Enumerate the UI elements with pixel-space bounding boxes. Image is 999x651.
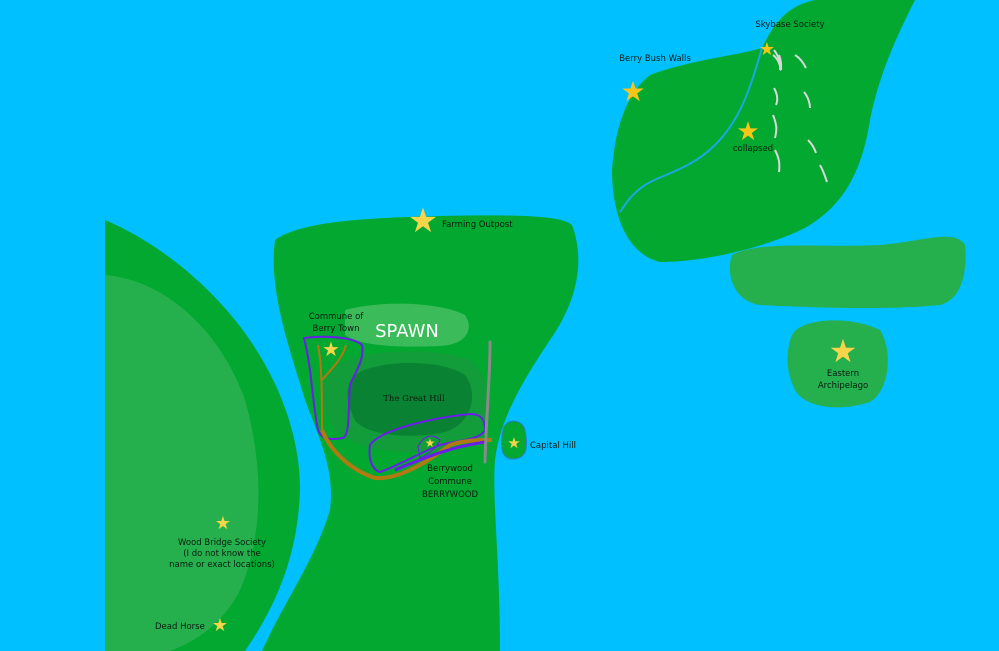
star-icon-collapsed[interactable]: ★ (736, 117, 759, 147)
main-road (320, 429, 493, 481)
star-icon-eastern-archipelago[interactable]: ★ (829, 332, 858, 370)
label-skybase: Skybase Society (755, 20, 824, 30)
purple-road (394, 440, 486, 472)
berry-town-roads (317, 344, 347, 431)
star-icon-farming-outpost[interactable]: ★ (408, 201, 438, 241)
label-wood-bridge-2: (I do not know the (183, 549, 261, 559)
star-icon-wood-bridge[interactable]: ★ (215, 513, 231, 534)
cliff-marks (772, 49, 828, 183)
stars: ★ ★ ★ ★ ★ ★ ★ ★ ★ ★ (212, 39, 857, 636)
label-eastern-2: Archipelago (818, 381, 868, 391)
wall (483, 340, 492, 464)
capital-hill-island (500, 420, 528, 460)
label-wood-bridge-3: name or exact locations) (169, 560, 275, 570)
star-icon-berry-bush-walls[interactable]: ★ (620, 75, 645, 108)
label-berry-town-2: Berry Town (313, 324, 360, 334)
northeast-landmass (612, 0, 915, 262)
eastern-archipelago-island (787, 320, 888, 408)
east-strip (729, 236, 966, 309)
label-wood-bridge-1: Wood Bridge Society (178, 538, 266, 548)
label-berry-bush-walls: Berry Bush Walls (619, 54, 691, 64)
label-berrywood-3: BERRYWOOD (422, 490, 478, 500)
star-icon-skybase[interactable]: ★ (759, 39, 775, 60)
star-icon-capital-hill[interactable]: ★ (507, 434, 520, 452)
wood-bridge-region (105, 275, 259, 651)
label-spawn: SPAWN (375, 321, 439, 342)
berry-town-border (302, 335, 364, 440)
label-berrywood-1: Berrywood (427, 464, 473, 474)
river (619, 47, 763, 213)
star-icon-berrywood[interactable]: ★ (425, 436, 436, 450)
label-berrywood-2: Commune (428, 477, 472, 487)
label-farming-outpost: Farming Outpost (442, 220, 513, 230)
berrywood-border (368, 412, 487, 474)
berrywood-plot (417, 435, 441, 459)
label-berry-town-1: Commune of (309, 312, 365, 322)
label-great-hill: The Great Hill (383, 394, 445, 404)
label-collapsed: collapsed (733, 144, 773, 154)
label-dead-horse: Dead Horse (155, 622, 205, 632)
label-capital-hill: Capital Hill (530, 441, 576, 451)
star-icon-berry-town[interactable]: ★ (322, 337, 340, 361)
star-icon-dead-horse[interactable]: ★ (212, 615, 228, 636)
label-eastern-1: Eastern (827, 369, 859, 379)
spawn-area (345, 303, 469, 347)
